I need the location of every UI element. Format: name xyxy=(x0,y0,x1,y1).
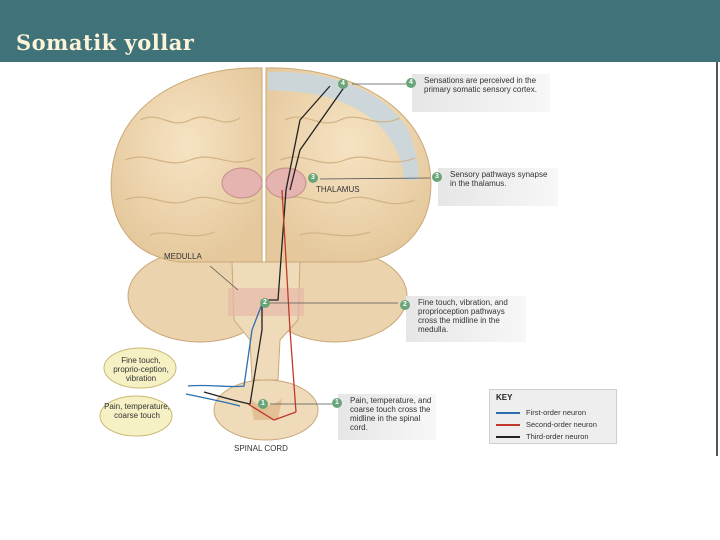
thalamus-left xyxy=(221,167,263,199)
marker-4: 4 xyxy=(338,79,348,89)
key-line-first-order xyxy=(496,412,520,414)
key-line-second-order xyxy=(496,424,520,426)
callout-2: 2 Fine touch, vibration, and propriocept… xyxy=(398,294,528,342)
callout-4: 4 Sensations are perceived in the primar… xyxy=(404,72,552,112)
grey-matter xyxy=(250,398,282,420)
somatic-cortex xyxy=(268,71,419,180)
brain-diagram xyxy=(0,62,720,456)
pathway-key: KEY First-order neuron Second-order neur… xyxy=(489,389,617,444)
medulla-label: MEDULLA xyxy=(164,252,202,261)
key-label-second-order: Second-order neuron xyxy=(526,420,597,429)
callout-3: 3 Sensory pathways synapse in the thalam… xyxy=(430,166,560,206)
third-order-path xyxy=(203,85,331,405)
first-order-path xyxy=(187,303,263,388)
callout-4-text: Sensations are perceived in the primary … xyxy=(424,76,537,94)
third-order-path-2 xyxy=(289,85,346,191)
leader-lines xyxy=(209,83,431,405)
pain-oval xyxy=(99,395,173,437)
key-title: KEY xyxy=(496,393,513,402)
brain-illustration xyxy=(99,67,432,441)
slide-edge-line xyxy=(716,62,718,456)
second-order-cross xyxy=(247,403,297,421)
callout-1: 1 Pain, temperature, and coarse touch cr… xyxy=(330,392,436,440)
key-label-third-order: Third-order neuron xyxy=(526,432,589,441)
left-hemisphere xyxy=(110,67,263,263)
callout-2-number: 2 xyxy=(400,300,410,310)
pain-label: Pain, temperature, coarse touch xyxy=(104,402,170,420)
callout-1-text: Pain, temperature, and coarse touch cros… xyxy=(350,396,432,432)
slide-title: Somatik yollar xyxy=(16,30,195,55)
callout-3-text: Sensory pathways synapse in the thalamus… xyxy=(450,170,548,188)
callout-3-number: 3 xyxy=(432,172,442,182)
fine-touch-label: Fine touch, proprio-ception, vibration xyxy=(113,356,169,383)
fine-touch-oval xyxy=(103,347,177,389)
callout-2-text: Fine touch, vibration, and proprioceptio… xyxy=(418,298,508,334)
key-label-first-order: First-order neuron xyxy=(526,408,587,417)
callout-4-number: 4 xyxy=(406,78,416,88)
callout-1-number: 1 xyxy=(332,398,342,408)
marker-3: 3 xyxy=(308,173,318,183)
slide-header: Somatik yollar xyxy=(0,0,720,62)
key-line-third-order xyxy=(496,436,520,438)
thalamus-label: THALAMUS xyxy=(316,185,360,194)
first-order-path-2 xyxy=(185,393,241,407)
gyri xyxy=(124,116,416,237)
second-order-path xyxy=(281,189,297,413)
marker-2: 2 xyxy=(260,298,270,308)
marker-1: 1 xyxy=(258,399,268,409)
spinal-cord-label: SPINAL CORD xyxy=(234,444,288,453)
